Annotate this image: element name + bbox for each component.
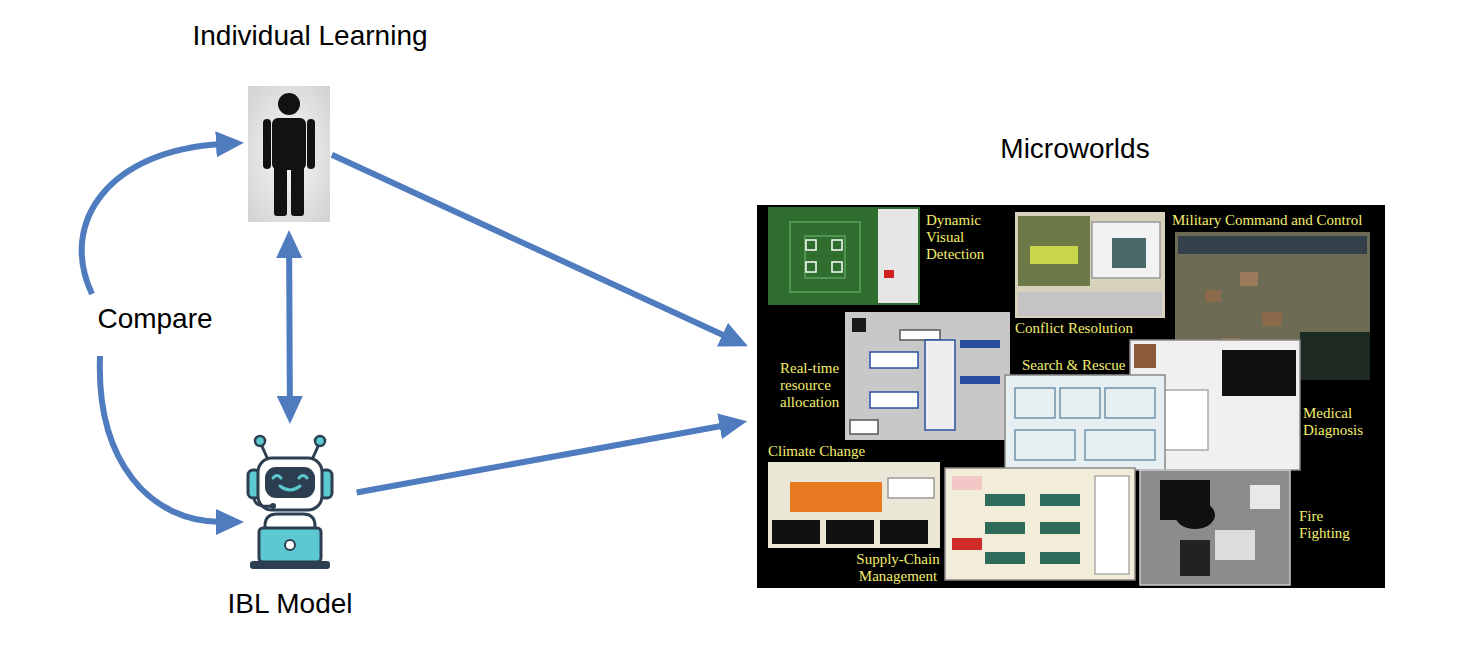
microworlds-panel: Microworlds: [757, 205, 1385, 588]
screenshot-part: [945, 468, 1135, 580]
person-arm: [263, 119, 271, 169]
screenshot-part: [1140, 470, 1290, 585]
screenshot-part: [772, 520, 820, 544]
screenshot-part: [1222, 350, 1296, 396]
screenshot-part: [985, 494, 1025, 506]
laptop-screen: [259, 528, 321, 562]
screenshot-part: [1040, 494, 1080, 506]
screenshot-group: [768, 207, 1370, 585]
compare-arrow: [100, 356, 222, 522]
arrow-connector: [357, 425, 726, 492]
screenshot-part: [1085, 430, 1155, 460]
screenshot-part: [768, 462, 940, 548]
screenshot-part: [1040, 522, 1080, 534]
headset-mic-tip: [270, 503, 276, 509]
screenshot-part: [850, 420, 878, 434]
compare-label: Compare: [55, 303, 255, 335]
panel-background: [757, 205, 1385, 588]
node-heading: IBL Model: [140, 588, 440, 620]
antenna-tip: [315, 436, 325, 446]
screenshot-part: [1105, 388, 1155, 418]
screenshot-part: [806, 262, 816, 272]
screenshot-part: [1215, 530, 1255, 560]
arrow-connector: [332, 155, 728, 337]
screenshot-part: [768, 207, 920, 305]
node-heading: Microworlds: [875, 133, 1275, 165]
screenshot-part: [1300, 332, 1370, 380]
screenshot-part: [1240, 272, 1258, 286]
screenshot-part: [1005, 375, 1165, 470]
screenshot-part: [806, 240, 816, 250]
screenshot-part: [952, 538, 982, 550]
screenshot-part: [952, 476, 982, 490]
screenshot-part: [880, 520, 928, 544]
screenshot-part: [1018, 216, 1090, 286]
person-leg: [291, 164, 304, 216]
screenshot-part: [1175, 501, 1215, 529]
screenshot-part: [1060, 388, 1100, 418]
robot-eye: [273, 476, 281, 479]
screenshot-part: [884, 270, 894, 278]
screenshot-part: [852, 318, 866, 332]
screenshot-part: [925, 340, 955, 430]
arrow-connector: [286, 252, 293, 402]
laptop-logo: [285, 540, 295, 550]
screenshot-part: [960, 376, 1000, 384]
antenna-tip: [255, 436, 265, 446]
laptop-base: [250, 561, 330, 569]
screenshot-part: [790, 482, 882, 512]
ibl-model-icon: IBL Model: [245, 432, 335, 572]
screenshot-part: [960, 340, 1000, 348]
edge-group: [289, 155, 728, 493]
icon-background: [248, 86, 330, 222]
screenshot-part: [832, 240, 842, 250]
screenshot-part: [870, 392, 918, 408]
screenshot-part: [1015, 212, 1165, 318]
screenshot-part: [1030, 246, 1078, 264]
robot-head: [258, 458, 322, 510]
screenshot-part: [832, 262, 842, 272]
headset-mic: [254, 498, 271, 506]
node-heading: Individual Learning: [110, 20, 510, 52]
robot-eye: [299, 476, 307, 479]
screenshot-part: [1092, 222, 1160, 278]
screenshot-part: [1250, 485, 1280, 509]
screenshot-part: [1040, 552, 1080, 564]
screenshot-part: [900, 330, 940, 340]
node-illustration: [757, 205, 1385, 588]
screenshot-part: [888, 478, 934, 498]
screenshot-part: [1015, 388, 1055, 418]
screenshot-part: [870, 352, 918, 368]
compare-arrow: [82, 144, 222, 294]
node-illustration: [245, 432, 335, 572]
screenshot-part: [790, 222, 860, 292]
person-head: [278, 93, 300, 115]
screenshot-part: [1015, 430, 1075, 460]
screenshot-part: [985, 522, 1025, 534]
person-torso: [272, 118, 306, 170]
robot-visor: [265, 467, 315, 498]
screenshot-part: [826, 520, 874, 544]
robot-smile: [280, 486, 300, 490]
screenshot-part: [845, 312, 1010, 440]
screenshot-part: [1112, 238, 1146, 268]
person-leg: [274, 164, 287, 216]
screenshot-part: [1018, 292, 1162, 316]
node-illustration: [248, 86, 330, 222]
learner-icon: Individual Learning: [248, 86, 330, 222]
screenshot-part: [1205, 290, 1221, 302]
screenshot-part: [1224, 360, 1232, 476]
screenshot-part: [985, 552, 1025, 564]
screenshot-part: [805, 236, 845, 278]
person-arm: [307, 119, 315, 169]
screenshot-part: [878, 209, 918, 303]
screenshot-part: [1095, 476, 1129, 574]
compare-arrows: [82, 144, 222, 522]
screenshot-part: [1134, 344, 1156, 368]
screenshot-part: [1178, 236, 1367, 254]
screenshot-part: [1262, 312, 1282, 326]
screenshot-part: [1180, 540, 1210, 576]
